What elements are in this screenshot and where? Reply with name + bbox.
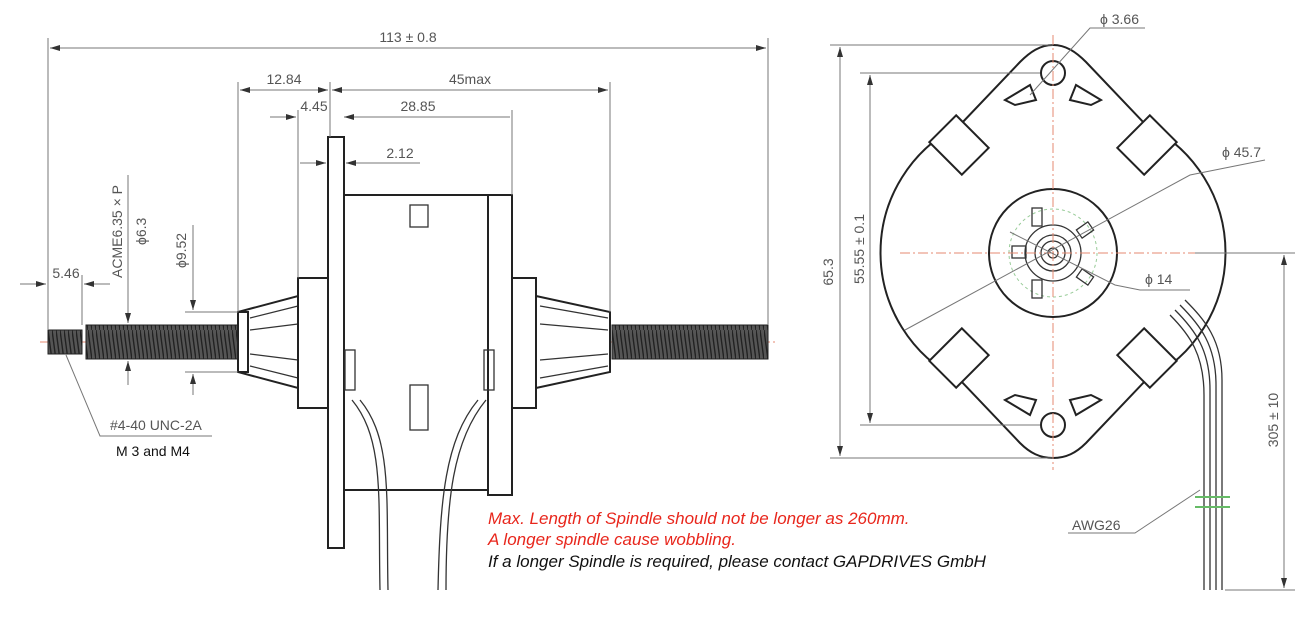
acme-spindle-right <box>611 324 769 360</box>
dim-5-46: 5.46 <box>52 265 79 281</box>
wire-gauge-label: AWG26 <box>1072 517 1121 533</box>
side-view <box>20 38 775 591</box>
thread-alt-label: M 3 and M4 <box>116 443 190 459</box>
lead-wires-right <box>437 399 487 591</box>
left-bearing-housing <box>297 277 331 409</box>
height-65-3-label: 65.3 <box>820 258 836 285</box>
hole-spacing-label: 55.55 ± 0.1 <box>851 214 867 284</box>
m3-thread-stub <box>47 329 83 355</box>
lead-wires-left <box>351 399 389 591</box>
thread-callout-label: #4-40 UNC-2A <box>110 417 202 433</box>
acme-spindle-left <box>85 324 239 360</box>
note-wobbling: A longer spindle cause wobbling. <box>487 530 736 549</box>
notes: Max. Length of Spindle should not be lon… <box>487 509 987 571</box>
lead-wires <box>1169 299 1223 590</box>
dim-4-45: 4.45 <box>300 98 327 114</box>
note-max-length: Max. Length of Spindle should not be lon… <box>488 509 910 528</box>
front-view-dimension-labels: ϕ 3.66 ϕ 45.7 ϕ 14 65.3 55.55 ± 0.1 305 … <box>820 11 1281 533</box>
side-view-dimension-labels: 113 ± 0.8 12.84 45max 4.45 28.85 2.12 5.… <box>52 29 491 459</box>
rear-cover <box>487 194 513 496</box>
dia-14-label: ϕ 14 <box>1145 271 1173 287</box>
note-contact: If a longer Spindle is required, please … <box>488 552 987 571</box>
dim-2-12: 2.12 <box>386 145 413 161</box>
lead-length-label: 305 ± 10 <box>1265 393 1281 448</box>
acme-thread-label: ACME6.35 × P <box>109 185 125 278</box>
right-bearing-housing <box>511 277 537 409</box>
overall-length-label: 113 ± 0.8 <box>379 29 436 45</box>
dia-6-3-label: ϕ6.3 <box>133 217 149 245</box>
motor-body <box>343 194 495 491</box>
dim-12-84: 12.84 <box>266 71 301 87</box>
dia-45-7-label: ϕ 45.7 <box>1222 144 1261 160</box>
mounting-flange <box>327 136 345 549</box>
dia-3-66-label: ϕ 3.66 <box>1100 11 1139 27</box>
front-view <box>830 27 1295 591</box>
dim-28-85: 28.85 <box>400 98 435 114</box>
dim-45max: 45max <box>449 71 491 87</box>
dia-9-52-label: ϕ9.52 <box>173 233 189 268</box>
right-nut-cone <box>535 294 611 390</box>
